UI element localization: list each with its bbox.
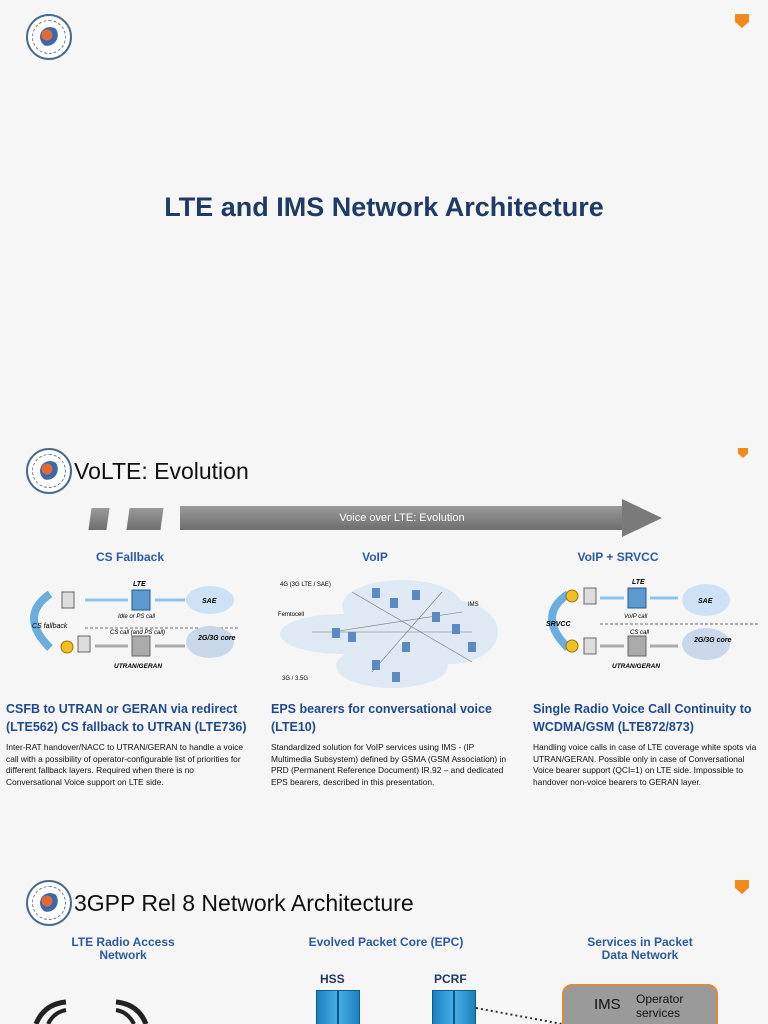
evolution-block-2 (126, 508, 164, 530)
corner-marker-icon (735, 14, 749, 28)
logo (26, 448, 72, 494)
lte-enodeb-icon (627, 587, 647, 609)
pcrf-server-icon (432, 990, 476, 1024)
phone-icon (77, 635, 91, 653)
corner-marker-icon (735, 880, 749, 894)
column-head-voip: VoIP (362, 550, 388, 564)
column-head-lte-ran: LTE Radio Access Network (71, 935, 175, 962)
phone-icon (583, 587, 597, 605)
evolution-block-1 (88, 508, 110, 530)
corner-marker-icon (738, 448, 748, 458)
core-label: 2G/3G core (197, 635, 235, 642)
antenna-signal-icon (33, 999, 149, 1024)
lte-label: LTE (632, 579, 645, 586)
column-head-voip-srvcc: VoIP + SRVCC (577, 550, 659, 564)
column-head-cs-fallback: CS Fallback (95, 550, 165, 564)
column-head-services: Services in Packet Data Network (587, 935, 693, 962)
utran-label: UTRAN/GERAN (114, 663, 162, 670)
logo (26, 880, 72, 926)
voip-label: VoIP call (624, 614, 648, 620)
sae-label: SAE (202, 598, 217, 605)
column-title-voip: EPS bearers for conversational voice (LT… (271, 702, 492, 734)
column-text-csfb: Inter-RAT handover/NACC to UTRAN/GERAN t… (6, 742, 244, 787)
user-face-icon (565, 639, 579, 653)
utran-node-icon (131, 635, 151, 657)
pcrf-label: PCRF (434, 972, 467, 986)
column-title-srvcc: Single Radio Voice Call Continuity to WC… (533, 702, 752, 734)
label-3g: 3G / 3.5G (282, 676, 308, 682)
lte-label: LTE (133, 581, 146, 588)
label-4g: 4G (3G LTE / SAE) (280, 582, 331, 588)
column-title-csfb: CSFB to UTRAN or GERAN via redirect (LTE… (6, 702, 247, 734)
phone-icon (583, 637, 597, 655)
ims-label: IMS (594, 996, 621, 1013)
slide-title-text: LTE and IMS Network Architecture (164, 192, 604, 222)
sae-cloud-icon (186, 586, 234, 614)
slide-heading: 3GPP Rel 8 Network Architecture (74, 890, 414, 916)
evolution-arrow: Voice over LTE: Evolution (180, 506, 624, 530)
pcrf-ims-link (476, 1007, 562, 1024)
operator-services-label: Operator services (636, 992, 684, 1020)
cs-fallback-diagram: LTE Idle or PS call CS call (and PS call… (30, 581, 240, 670)
phone-icon (61, 591, 75, 609)
label-ims: IMS (468, 602, 479, 608)
core-label: 2G/3G core (693, 637, 731, 644)
hss-label: HSS (320, 972, 345, 986)
slide-network-architecture: 3GPP Rel 8 Network Architecture LTE Radi… (0, 864, 768, 1024)
lte-enodeb-icon (131, 589, 151, 611)
sae-cloud-icon (682, 584, 730, 616)
logo (26, 14, 72, 60)
utran-label: UTRAN/GERAN (612, 663, 660, 670)
user-face-icon (565, 589, 579, 603)
srvcc-label: SRVCC (546, 621, 571, 628)
cs-call-label: CS call (and PS call) (110, 630, 165, 636)
slide-title: LTE and IMS Network Architecture (0, 0, 768, 432)
cs-call-label: CS call (630, 630, 650, 636)
srvcc-curve-arrow (548, 590, 571, 651)
idle-label: Idle or PS call (118, 614, 156, 620)
voip-network-diagram: 4G (3G LTE / SAE) Femtocell IMS 3G / 3.5… (278, 580, 498, 688)
ims-operator-box: IMS Operator services (562, 984, 718, 1024)
label-femtocell: Femtocell (278, 612, 304, 618)
core-cloud-icon (186, 626, 234, 658)
fallback-label: CS fallback (32, 623, 68, 630)
column-text-voip: Standardized solution for VoIP services … (271, 742, 507, 787)
user-face-icon (60, 640, 74, 654)
srvcc-diagram: LTE VoIP call CS call SRVCC UTRAN/GERAN … (546, 579, 758, 670)
femto-cloud-icon (280, 614, 404, 654)
utran-node-icon (627, 635, 647, 657)
core-cloud-icon (682, 628, 730, 660)
column-text-srvcc: Handling voice calls in case of LTE cove… (533, 742, 757, 787)
slide-volte-evolution: VoLTE: Evolution Voice over LTE: Evoluti… (0, 432, 768, 864)
arrow-head-icon (622, 499, 662, 537)
fallback-curve-arrow (30, 590, 53, 651)
column-head-epc: Evolved Packet Core (EPC) (308, 935, 464, 949)
slide-heading: VoLTE: Evolution (74, 458, 249, 484)
hss-server-icon (316, 990, 360, 1024)
sae-label: SAE (698, 598, 713, 605)
3g-cloud-icon (336, 644, 448, 688)
